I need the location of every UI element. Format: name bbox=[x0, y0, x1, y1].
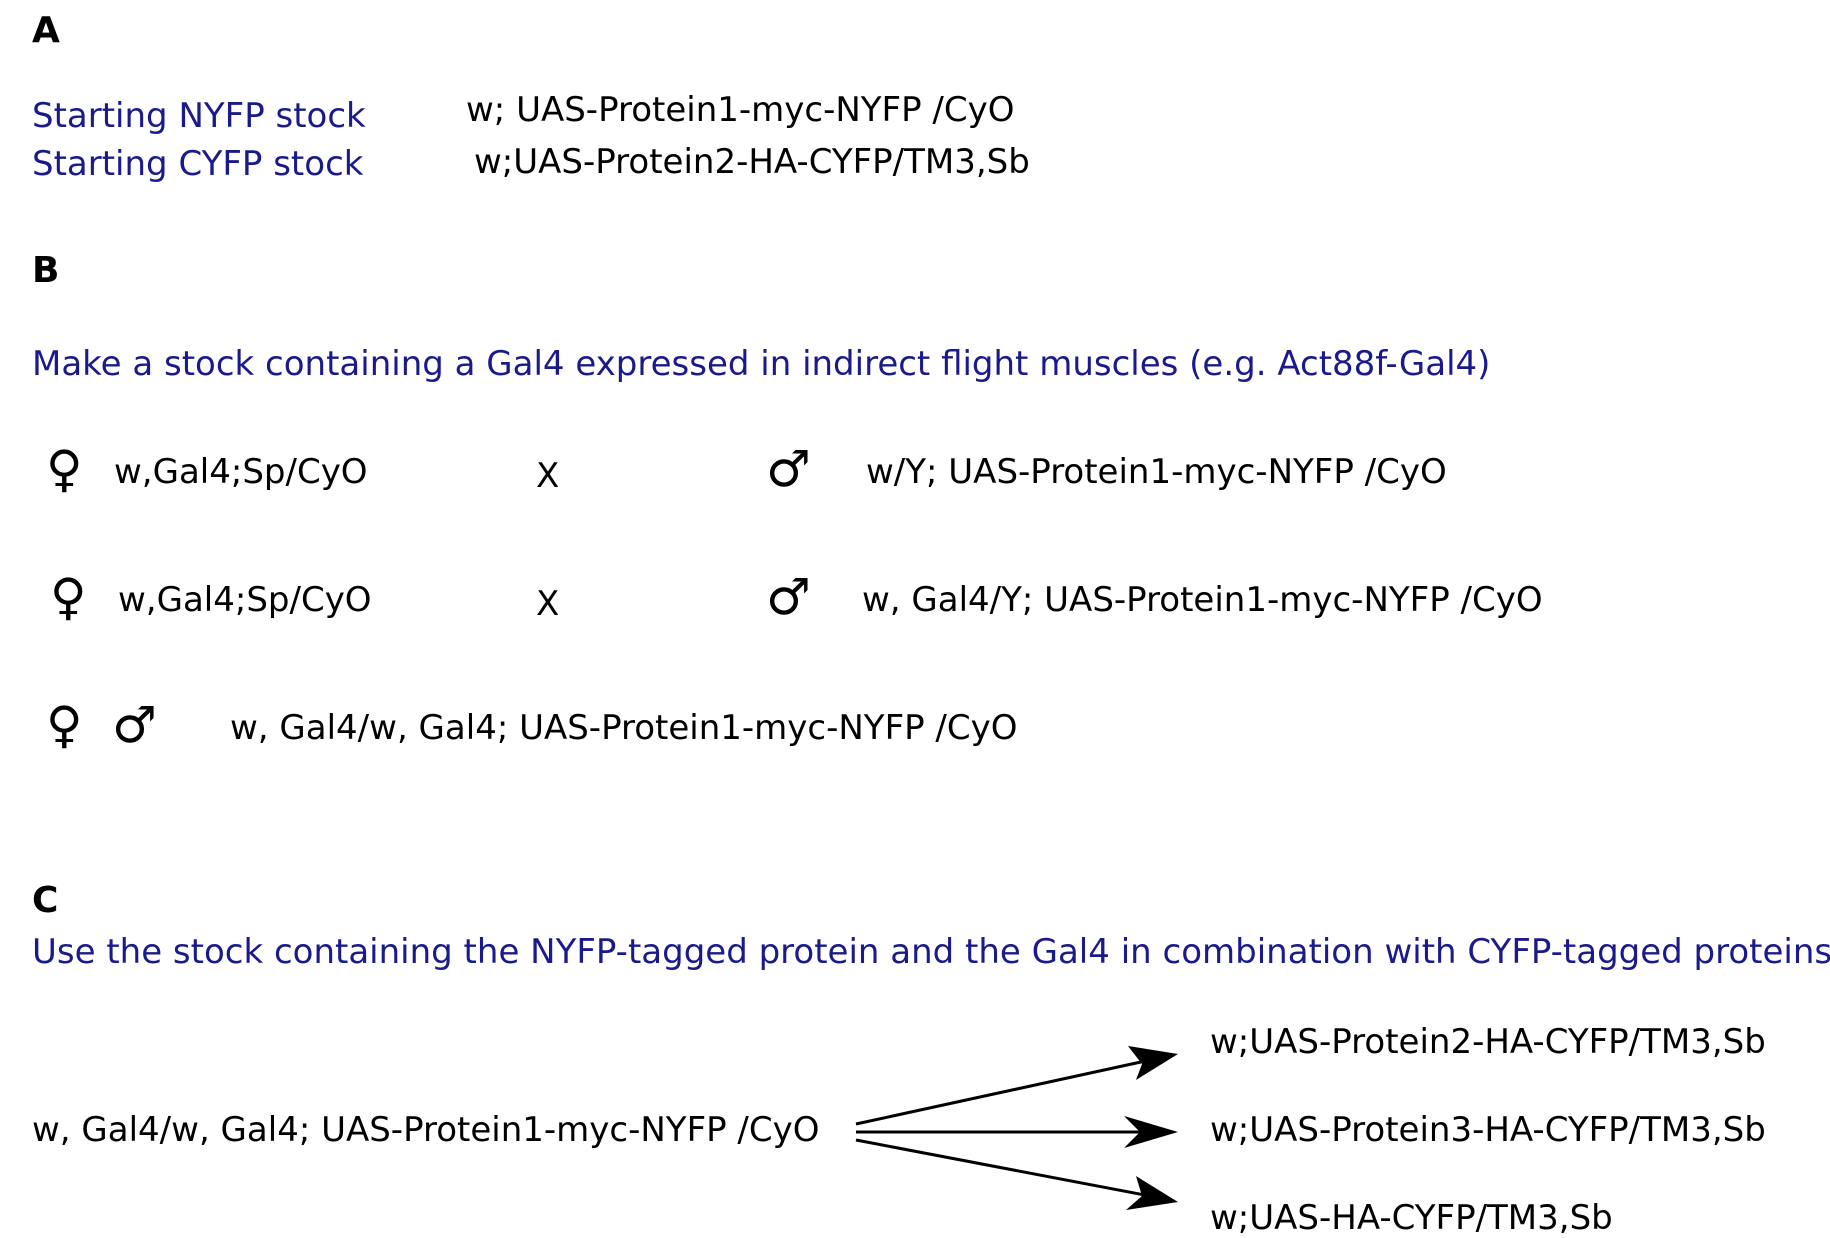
arrow-to-target-2 bbox=[856, 1116, 1178, 1148]
section-b-letter: B bbox=[32, 250, 60, 291]
target-genotype-2: w;UAS-Protein3-HA-CYFP/TM3,Sb bbox=[1210, 1110, 1766, 1150]
section-c-description: Use the stock containing the NYFP-tagged… bbox=[32, 932, 1830, 972]
arrow-to-target-1 bbox=[855, 1046, 1178, 1126]
cross1-male-genotype: w/Y; UAS-Protein1-myc-NYFP /CyO bbox=[866, 452, 1447, 492]
cross2-female-genotype: w,Gal4;Sp/CyO bbox=[118, 580, 372, 620]
male-symbol-icon: ♂ bbox=[766, 568, 811, 626]
result-genotype: w, Gal4/w, Gal4; UAS-Protein1-myc-NYFP /… bbox=[230, 708, 1018, 748]
male-symbol-icon: ♂ bbox=[112, 696, 157, 754]
nyfp-stock-genotype: w; UAS-Protein1-myc-NYFP /CyO bbox=[466, 90, 1015, 130]
female-symbol-icon: ♀ bbox=[46, 440, 83, 498]
nyfp-stock-label: Starting NYFP stock bbox=[32, 96, 366, 136]
section-a-letter: A bbox=[32, 10, 60, 51]
cyfp-stock-genotype: w;UAS-Protein2-HA-CYFP/TM3,Sb bbox=[474, 142, 1030, 182]
female-symbol-icon: ♀ bbox=[46, 696, 83, 754]
cross1-x-symbol: X bbox=[536, 456, 560, 496]
cross1-female-genotype: w,Gal4;Sp/CyO bbox=[114, 452, 368, 492]
target-genotype-3: w;UAS-HA-CYFP/TM3,Sb bbox=[1210, 1198, 1613, 1238]
section-b-description: Make a stock containing a Gal4 expressed… bbox=[32, 344, 1491, 384]
cross2-male-genotype: w, Gal4/Y; UAS-Protein1-myc-NYFP /CyO bbox=[862, 580, 1543, 620]
cross2-x-symbol: X bbox=[536, 584, 560, 624]
section-c-letter: C bbox=[32, 880, 59, 921]
arrow-to-target-3 bbox=[855, 1138, 1178, 1210]
cyfp-stock-label: Starting CYFP stock bbox=[32, 144, 364, 184]
female-symbol-icon: ♀ bbox=[50, 568, 87, 626]
target-genotype-1: w;UAS-Protein2-HA-CYFP/TM3,Sb bbox=[1210, 1022, 1766, 1062]
source-genotype: w, Gal4/w, Gal4; UAS-Protein1-myc-NYFP /… bbox=[32, 1110, 820, 1150]
male-symbol-icon: ♂ bbox=[766, 440, 811, 498]
